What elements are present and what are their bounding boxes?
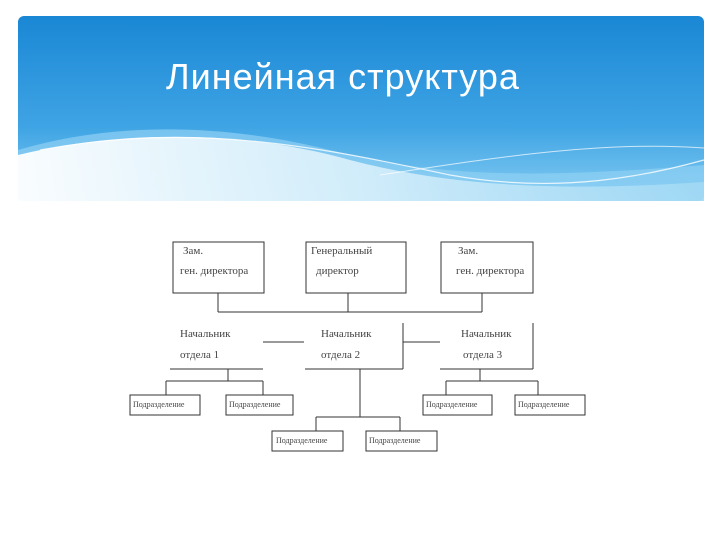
deputy-left-line1: Зам. bbox=[183, 245, 203, 257]
chief-2-line2: отдела 2 bbox=[321, 349, 360, 361]
chief-3-line1: Начальник bbox=[461, 328, 512, 340]
box-unit-middle-1 bbox=[271, 430, 344, 452]
unit-left-2-label: Подразделение bbox=[229, 400, 281, 409]
box-unit-right-2 bbox=[514, 394, 586, 416]
unit-right-2-label: Подразделение bbox=[518, 400, 570, 409]
box-unit-left-1 bbox=[129, 394, 201, 416]
chief-2-line1: Начальник bbox=[321, 328, 372, 340]
deputy-left-line2: ген. директора bbox=[180, 265, 248, 277]
general-director-line2: директор bbox=[316, 265, 359, 277]
chief-3-line2: отдела 3 bbox=[463, 349, 503, 361]
box-unit-right-1 bbox=[422, 394, 493, 416]
general-director-line1: Генеральный bbox=[311, 245, 372, 257]
box-deputy-right bbox=[440, 241, 534, 294]
deputy-right-line1: Зам. bbox=[458, 245, 478, 257]
unit-middle-2-label: Подразделение bbox=[369, 436, 421, 445]
unit-middle-1-label: Подразделение bbox=[276, 436, 328, 445]
deputy-right-line2: ген. директора bbox=[456, 265, 524, 277]
box-unit-middle-2 bbox=[365, 430, 438, 452]
wave-decoration bbox=[18, 136, 704, 205]
chief-1-line1: Начальник bbox=[180, 328, 231, 340]
slide-title: Линейная структура bbox=[166, 56, 520, 97]
unit-left-1-label: Подразделение bbox=[133, 400, 185, 409]
unit-right-1-label: Подразделение bbox=[426, 400, 478, 409]
box-unit-left-2 bbox=[225, 394, 294, 416]
box-general-director bbox=[305, 241, 407, 294]
chief-1-line2: отдела 1 bbox=[180, 349, 219, 361]
